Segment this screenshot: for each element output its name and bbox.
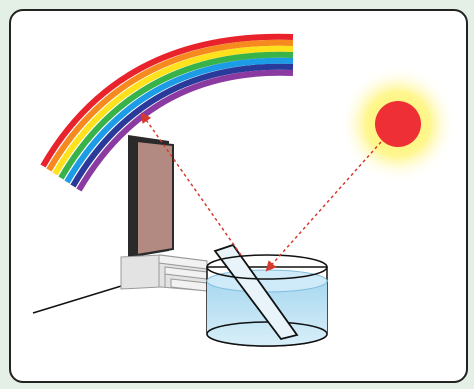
sun: [340, 66, 456, 182]
door-glass: [137, 141, 173, 255]
incoming-ray: [267, 142, 381, 270]
water-surface: [207, 270, 327, 292]
rainbow-diagram: [11, 11, 466, 381]
door: [128, 135, 173, 258]
steps: [121, 255, 207, 291]
illustration-panel: [9, 9, 468, 383]
ground-line: [33, 283, 131, 313]
sun-core: [375, 101, 421, 147]
